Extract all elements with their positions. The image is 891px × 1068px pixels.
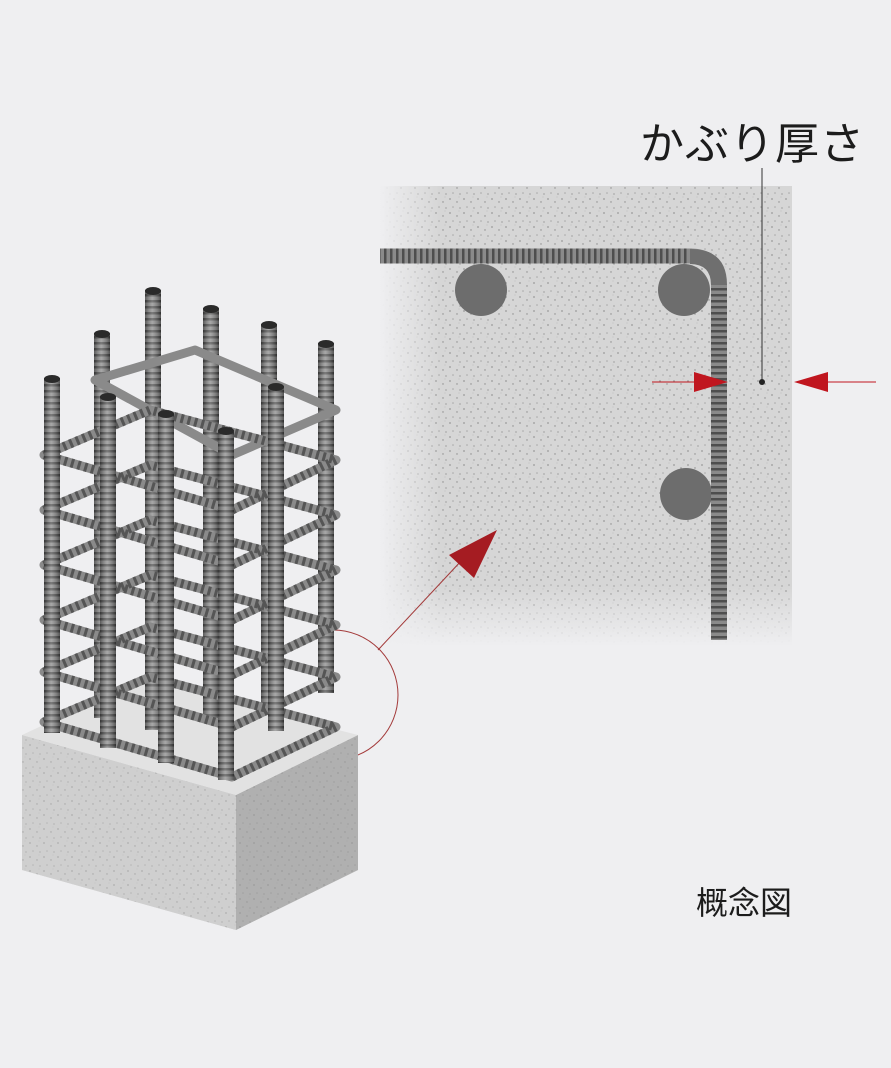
cover-dimension (652, 168, 876, 392)
cover-thickness-label: かぶり厚さ (640, 119, 865, 170)
arrow-right-icon (694, 372, 728, 392)
rebar-cage-front (44, 375, 284, 780)
main-bar-section (455, 264, 507, 316)
caption-label: 概念図 (696, 884, 793, 922)
main-bar-section (660, 468, 712, 520)
column-illustration (22, 287, 358, 930)
callout-arrow-icon (449, 530, 497, 578)
leader-dot (759, 379, 765, 385)
main-bar-section (658, 264, 710, 316)
section-detail-panel (380, 186, 792, 646)
arrow-left-icon (794, 372, 828, 392)
